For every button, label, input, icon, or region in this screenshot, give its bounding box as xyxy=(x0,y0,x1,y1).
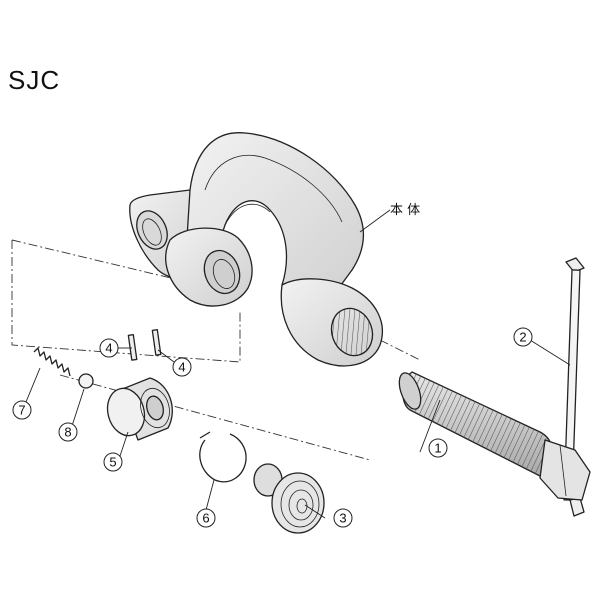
callout-4b-number: 4 xyxy=(178,360,185,375)
callout-5: 5 xyxy=(103,452,123,472)
collar xyxy=(106,377,173,441)
spring xyxy=(33,347,71,377)
callout-3: 3 xyxy=(333,508,353,528)
callout-4b: 4 xyxy=(172,357,192,377)
diagram-title: SJC xyxy=(8,65,60,95)
ball xyxy=(78,373,94,389)
clamp-body xyxy=(129,132,383,367)
callout-7-number: 7 xyxy=(18,403,25,418)
body-label-leader xyxy=(359,209,391,233)
callout-2: 2 xyxy=(513,327,533,347)
retaining-ring xyxy=(199,431,247,483)
callout-6: 6 xyxy=(196,508,216,528)
body-label: 本 体 xyxy=(390,203,420,218)
callout-6-number: 6 xyxy=(202,511,209,526)
pins xyxy=(127,329,162,361)
handle-bar xyxy=(563,257,585,517)
callout-2-number: 2 xyxy=(519,330,526,345)
callout-3-number: 3 xyxy=(339,511,346,526)
swivel-pad xyxy=(253,463,325,534)
screw-shaft xyxy=(398,371,591,501)
callout-leaders xyxy=(25,339,571,519)
callout-4a: 4 xyxy=(99,338,119,358)
callout-8-number: 8 xyxy=(64,425,71,440)
callout-7: 7 xyxy=(12,400,32,420)
callout-1: 1 xyxy=(428,438,448,458)
callout-5-number: 5 xyxy=(109,455,116,470)
callout-8: 8 xyxy=(58,422,78,442)
callout-4a-number: 4 xyxy=(105,341,112,356)
callout-1-number: 1 xyxy=(434,441,441,456)
